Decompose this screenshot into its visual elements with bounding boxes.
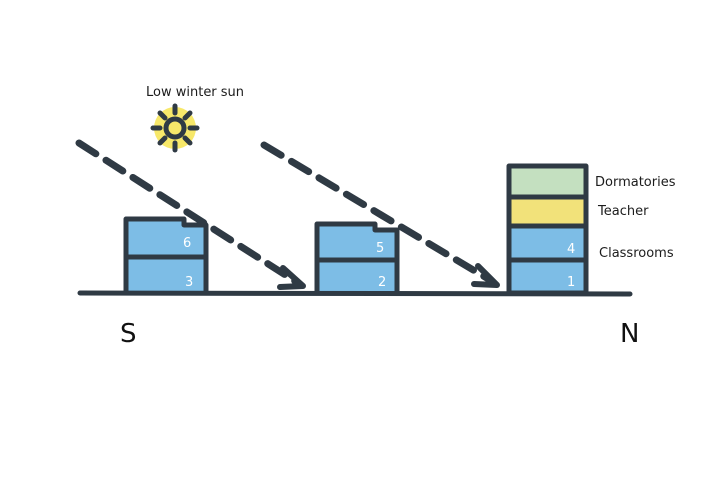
- north-label: N: [620, 319, 639, 349]
- building-north: 1 4: [506, 163, 589, 296]
- floor-number: 5: [376, 241, 384, 256]
- south-label: S: [120, 319, 137, 349]
- sun-ray-2: [260, 141, 500, 288]
- building-south: 3 6: [123, 216, 209, 296]
- floor-number: 3: [185, 275, 193, 290]
- building-floor: [317, 260, 397, 293]
- building-floor: [126, 257, 206, 293]
- teacher-label: Teacher: [597, 204, 649, 219]
- building-floor: [126, 219, 206, 257]
- floor-number: 4: [567, 242, 575, 257]
- floor-number: 1: [567, 275, 575, 290]
- building-floor: [509, 226, 586, 260]
- floor-number: 6: [183, 236, 191, 251]
- building-floor: [509, 260, 586, 293]
- sun-icon: [150, 103, 200, 153]
- classrooms-label: Classrooms: [599, 246, 674, 261]
- building-floor: [317, 224, 397, 260]
- building-floor: [509, 197, 586, 226]
- sun-ray-1: [75, 139, 306, 290]
- building-middle: 2 5: [314, 221, 400, 296]
- ground-line: [77, 290, 633, 297]
- sun-label: Low winter sun: [146, 85, 244, 100]
- building-floor: [509, 166, 586, 197]
- dormatories-label: Dormatories: [595, 175, 676, 190]
- floor-number: 2: [378, 275, 386, 290]
